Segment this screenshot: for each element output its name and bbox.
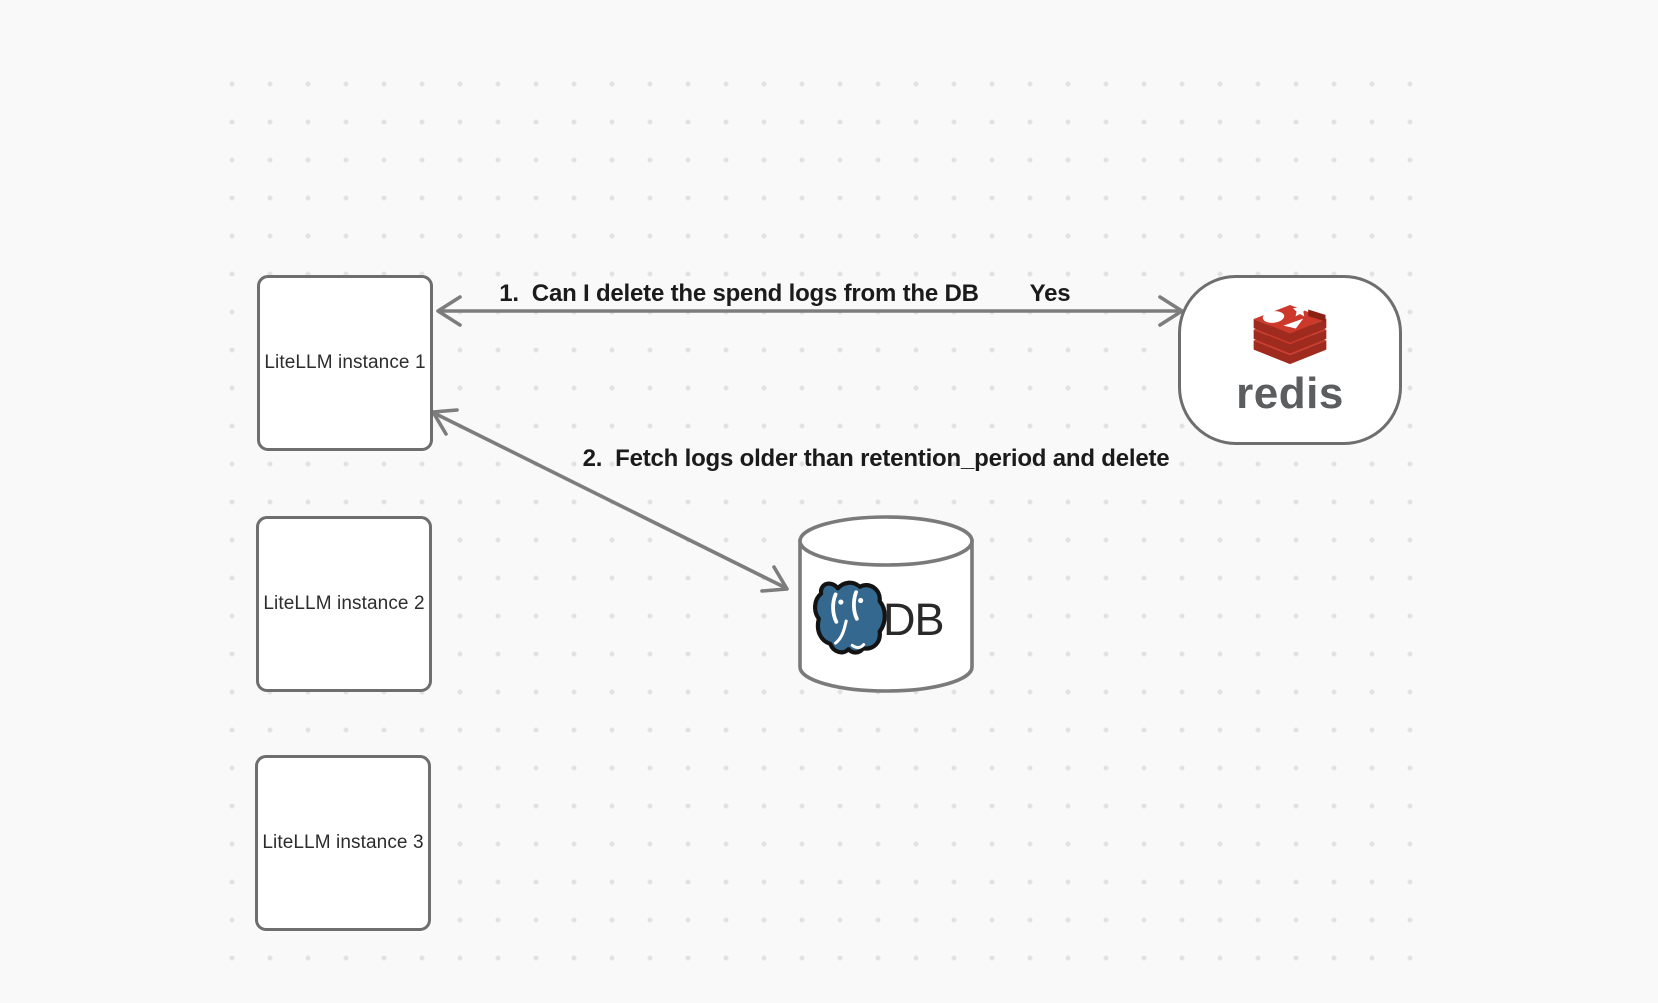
node-litellm-instance-3-label: LiteLLM instance 3: [262, 832, 424, 853]
arrowhead-left-icon: [436, 295, 462, 327]
edge1-response-label: Yes: [1029, 280, 1071, 307]
arrowhead-upleft-icon: [431, 408, 459, 436]
node-litellm-instance-2-label: LiteLLM instance 2: [263, 593, 425, 614]
node-litellm-instance-1-label: LiteLLM instance 1: [264, 352, 426, 373]
arrowhead-downright-icon: [760, 565, 789, 593]
redis-wordmark-label: redis: [1236, 369, 1344, 418]
postgresql-elephant-icon: [813, 580, 887, 655]
edge1-label: 1. Can I delete the spend logs from the …: [499, 280, 979, 307]
redis-logo-icon: [1253, 305, 1327, 365]
node-litellm-instance-2: LiteLLM instance 2: [256, 516, 432, 692]
node-db: DB: [797, 514, 975, 694]
edge2-label: 2. Fetch logs older than retention_perio…: [582, 445, 1170, 472]
node-litellm-instance-3: LiteLLM instance 3: [255, 755, 431, 931]
edge-instance1-db-arrow: [431, 408, 789, 593]
node-redis: redis: [1178, 275, 1402, 445]
node-litellm-instance-1: LiteLLM instance 1: [257, 275, 433, 451]
db-label: DB: [883, 594, 945, 645]
